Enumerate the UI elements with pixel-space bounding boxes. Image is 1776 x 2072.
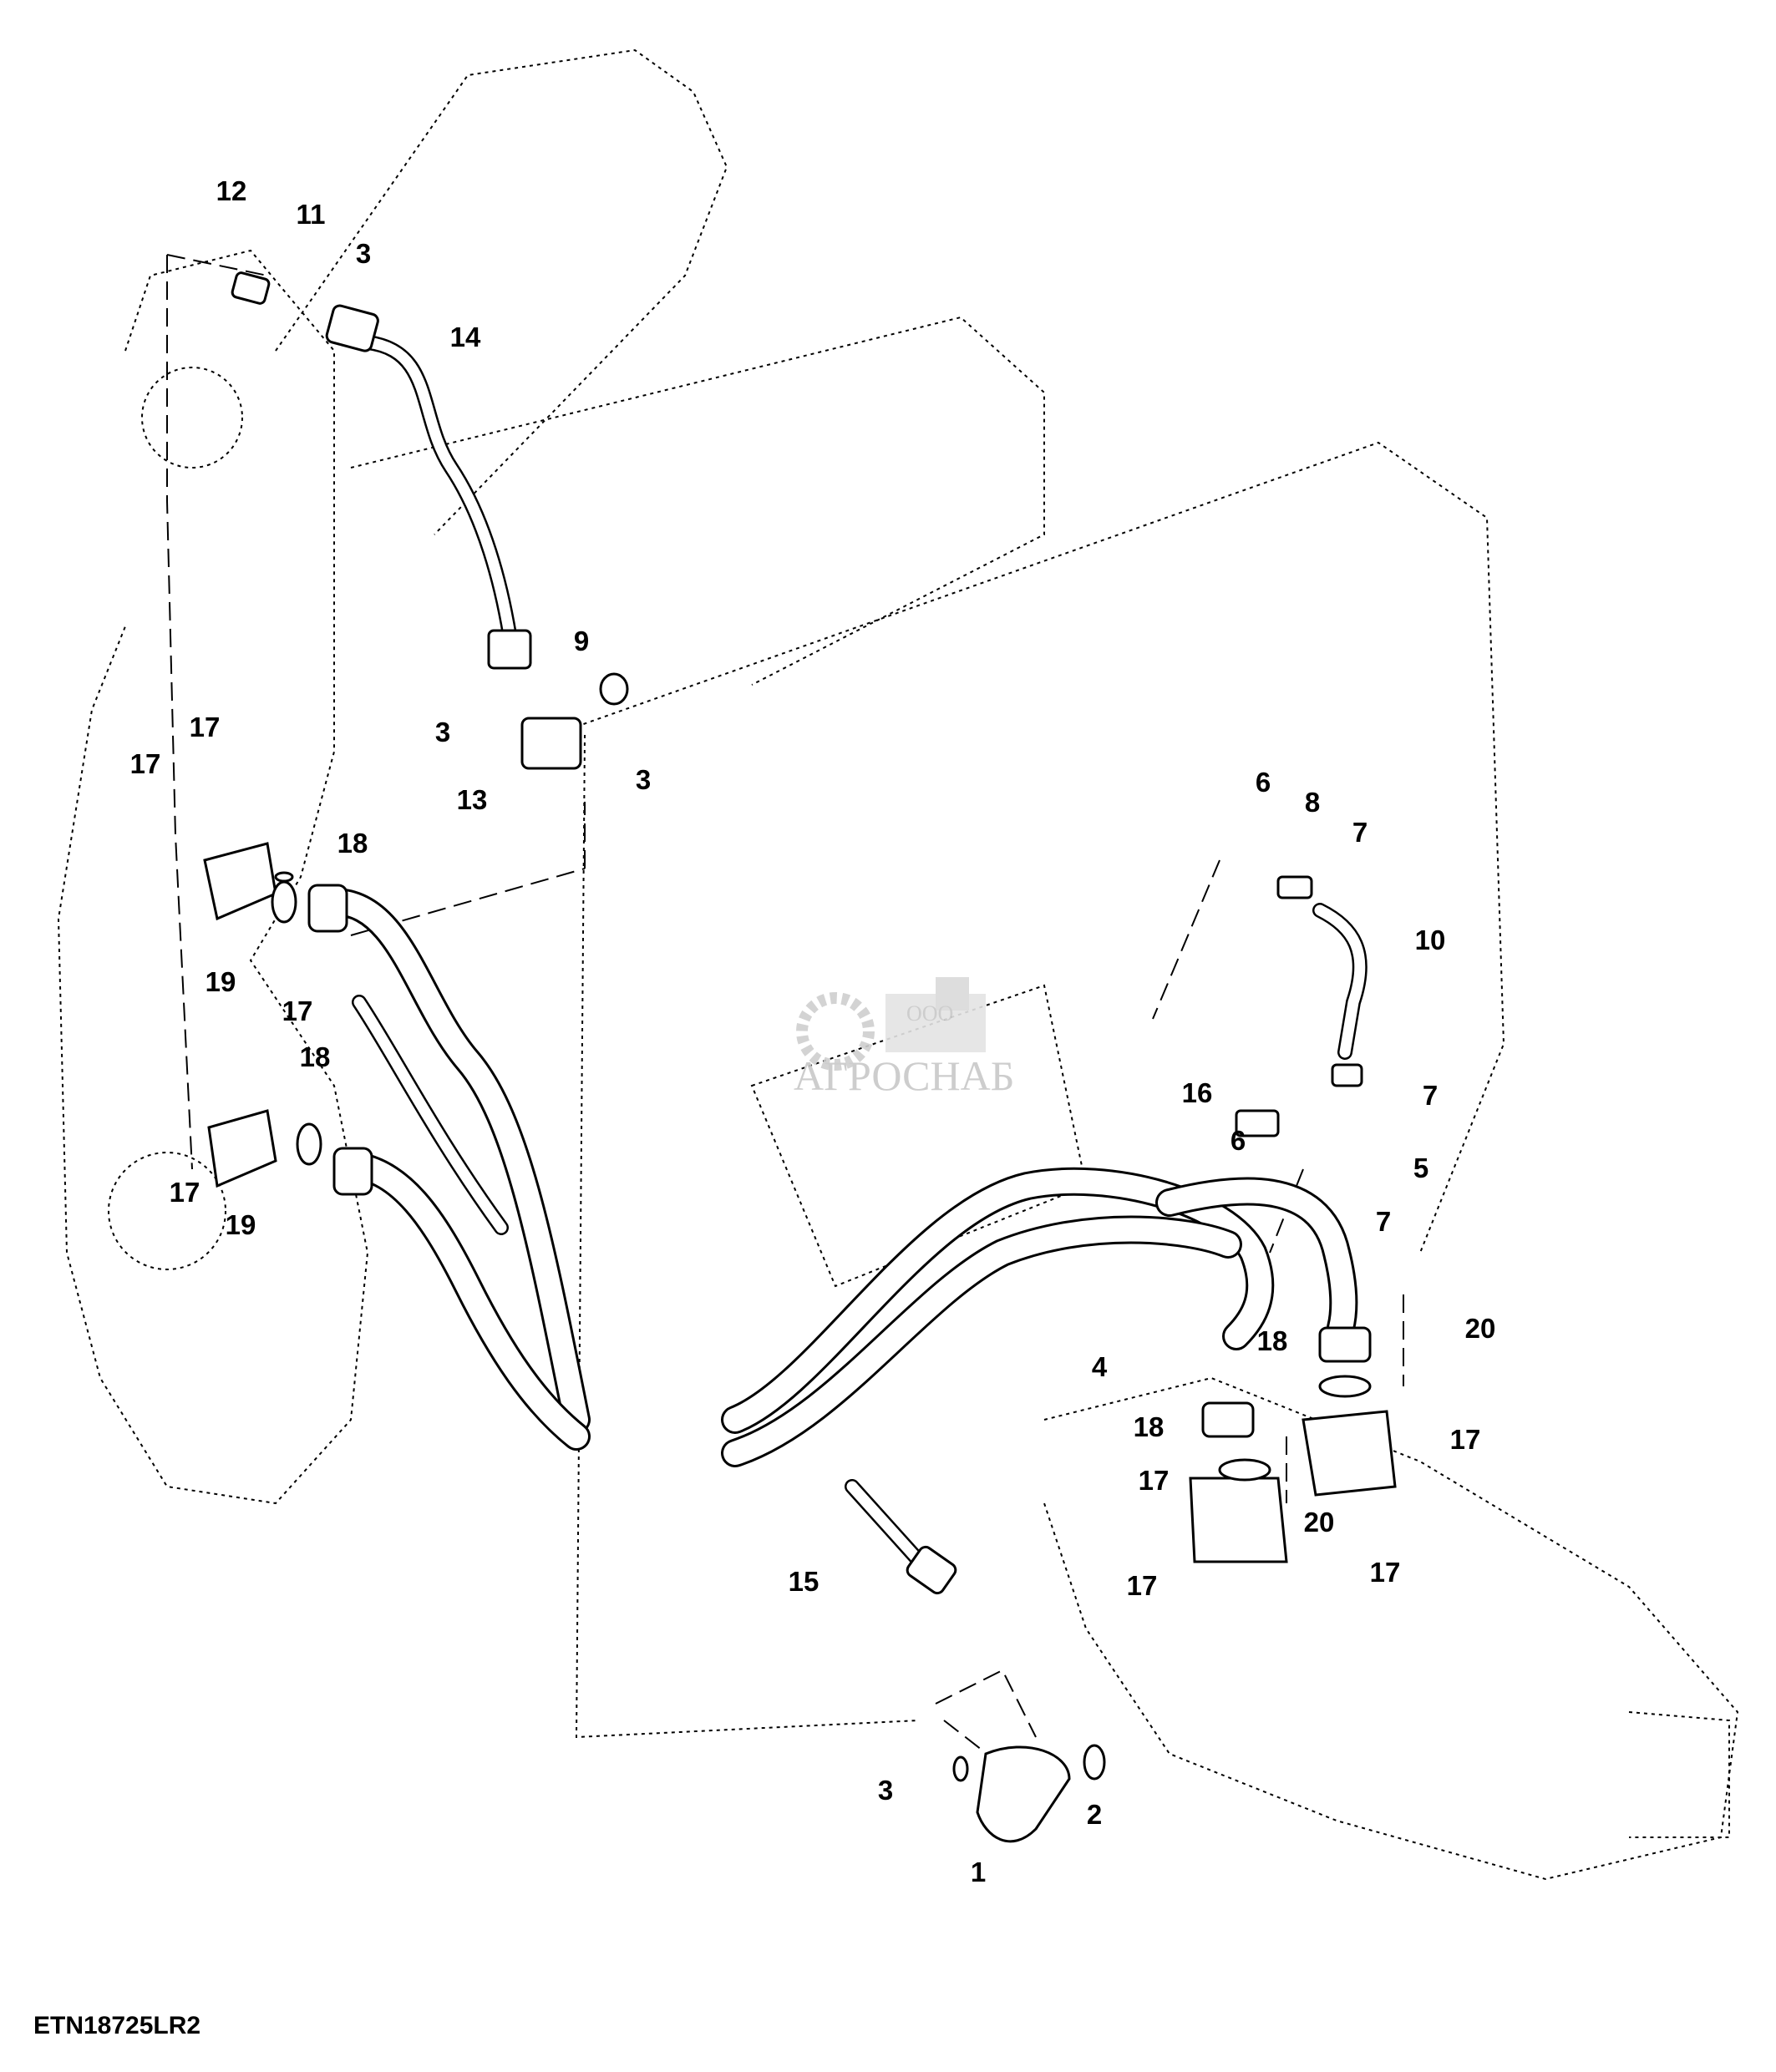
callout-3: 3 bbox=[636, 764, 651, 795]
callout-17: 17 bbox=[1370, 1557, 1401, 1588]
callout-3: 3 bbox=[435, 717, 450, 747]
callout-labels: 1211314931331717181917181719687107166572… bbox=[130, 175, 1496, 1887]
leader-lines bbox=[166, 254, 1404, 1780]
callout-3: 3 bbox=[356, 238, 371, 269]
fittings bbox=[203, 271, 1397, 1843]
callout-18: 18 bbox=[1134, 1411, 1165, 1442]
callout-18: 18 bbox=[1257, 1325, 1288, 1356]
callout-12: 12 bbox=[216, 175, 247, 206]
callout-18: 18 bbox=[337, 828, 368, 859]
callout-17: 17 bbox=[190, 712, 221, 742]
engine-block-outline bbox=[57, 48, 1739, 1881]
callout-20: 20 bbox=[1304, 1507, 1335, 1538]
watermark-text: АГРОСНАБ bbox=[794, 1052, 1014, 1099]
callout-18: 18 bbox=[300, 1041, 331, 1072]
callout-7: 7 bbox=[1423, 1080, 1438, 1111]
callout-17: 17 bbox=[130, 748, 161, 779]
callout-2: 2 bbox=[1087, 1799, 1102, 1830]
callout-1: 1 bbox=[971, 1857, 986, 1887]
callout-19: 19 bbox=[226, 1209, 256, 1240]
hoses bbox=[320, 335, 1368, 1578]
callout-7: 7 bbox=[1376, 1206, 1391, 1237]
callout-16: 16 bbox=[1182, 1077, 1213, 1108]
figure-id: ETN18725LR2 bbox=[33, 2012, 200, 2039]
callout-5: 5 bbox=[1413, 1153, 1428, 1183]
callout-6: 6 bbox=[1256, 767, 1271, 798]
callout-7: 7 bbox=[1352, 817, 1368, 848]
callout-4: 4 bbox=[1092, 1351, 1108, 1382]
callout-9: 9 bbox=[574, 626, 589, 656]
callout-19: 19 bbox=[206, 966, 236, 997]
callout-8: 8 bbox=[1305, 787, 1320, 818]
callout-10: 10 bbox=[1415, 925, 1446, 955]
callout-17: 17 bbox=[170, 1177, 200, 1208]
callout-15: 15 bbox=[789, 1566, 819, 1597]
callout-17: 17 bbox=[1450, 1424, 1481, 1455]
callout-11: 11 bbox=[297, 199, 326, 230]
callout-14: 14 bbox=[450, 322, 481, 352]
callout-13: 13 bbox=[457, 784, 488, 815]
callout-17: 17 bbox=[1139, 1465, 1170, 1496]
watermark-logo: ООО АГРОСНАБ bbox=[794, 977, 1014, 1099]
callout-20: 20 bbox=[1465, 1313, 1496, 1344]
callout-6: 6 bbox=[1231, 1125, 1246, 1156]
watermark-small-text: ООО bbox=[906, 1001, 953, 1026]
callout-3: 3 bbox=[878, 1775, 893, 1806]
callout-17: 17 bbox=[282, 995, 313, 1026]
callout-17: 17 bbox=[1127, 1570, 1158, 1601]
